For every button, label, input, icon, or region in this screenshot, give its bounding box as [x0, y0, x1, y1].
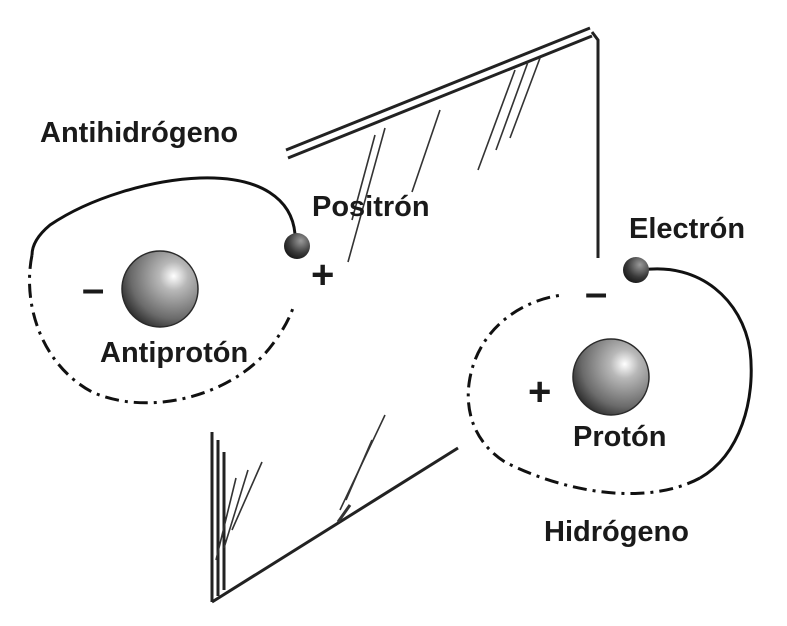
- antihydrogen-label: Antihidrógeno: [40, 117, 238, 149]
- positron-particle: [284, 233, 310, 259]
- proton-particle: [573, 339, 649, 415]
- positron-charge-sign: +: [311, 253, 334, 297]
- positron-orbit-solid: [32, 178, 295, 255]
- electron-particle: [623, 257, 649, 283]
- electron-label: Electrón: [629, 213, 745, 245]
- antiproton-particle: [122, 251, 198, 327]
- antiproton-label: Antiprotón: [100, 337, 248, 369]
- electron-charge-sign: –: [585, 271, 607, 315]
- mirror-surface: [212, 30, 598, 600]
- hydrogen-label: Hidrógeno: [544, 516, 689, 548]
- proton-label: Protón: [573, 421, 666, 453]
- antiproton-charge-sign: –: [82, 267, 104, 311]
- proton-charge-sign: +: [528, 370, 551, 414]
- mirror-plane: [212, 28, 598, 602]
- positron-label: Positrón: [312, 191, 430, 223]
